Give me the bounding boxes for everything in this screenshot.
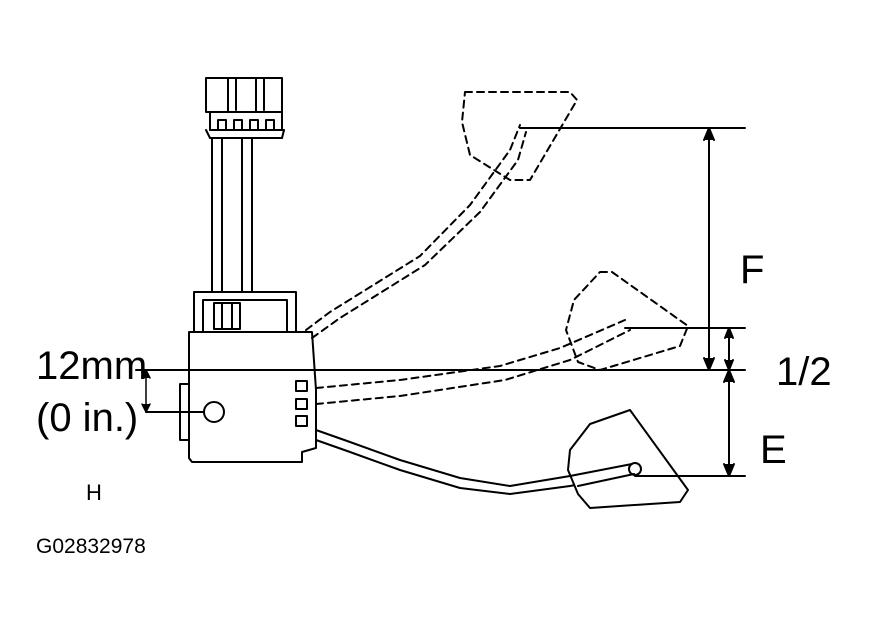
reference-lines	[135, 127, 746, 477]
label-h: H	[86, 480, 102, 505]
label-12mm: 12mm	[36, 344, 148, 388]
label-f: F	[740, 248, 765, 292]
lever-middle-position	[315, 271, 689, 405]
wire-harness	[211, 137, 253, 293]
label-half: 1/2	[776, 350, 832, 394]
lever-upper-position	[305, 91, 578, 339]
dimension-e-arrow	[723, 369, 735, 477]
dimension-half-arrow	[724, 327, 734, 371]
wire-connector	[205, 77, 285, 139]
label-e: E	[760, 428, 787, 472]
dimension-f-arrow	[703, 127, 715, 371]
label-0-in: (0 in.)	[36, 396, 139, 440]
dimension-12mm-arrow	[141, 369, 151, 413]
switch-mount	[193, 291, 297, 333]
switch-body	[179, 331, 317, 463]
figure-id: G02832978	[36, 535, 146, 558]
lever-lower-position	[315, 409, 689, 509]
